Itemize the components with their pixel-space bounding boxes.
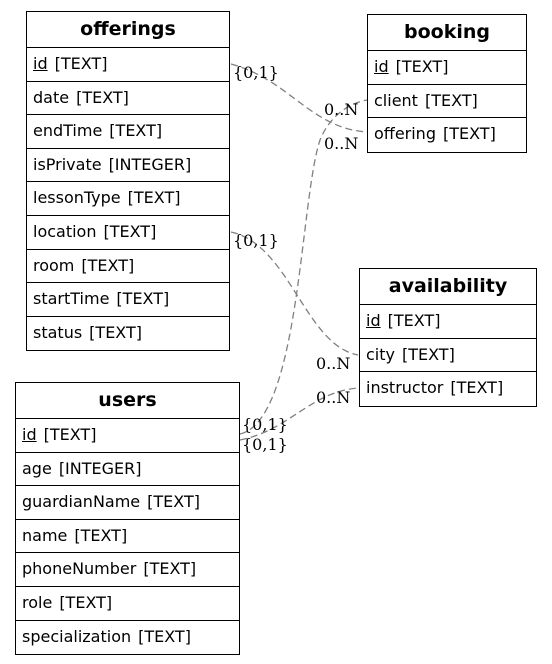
field-name: guardianName xyxy=(22,492,141,512)
field-type: [TEXT] xyxy=(43,425,97,444)
field-row[interactable]: id [TEXT] xyxy=(16,419,239,453)
field-row[interactable]: offering [TEXT] xyxy=(368,118,526,152)
field-type: [TEXT] xyxy=(138,626,191,646)
entity-availability[interactable]: availability id [TEXT] city [TEXT] instruc… xyxy=(359,268,537,407)
field-name: id xyxy=(374,57,389,76)
entity-title: users xyxy=(16,383,239,419)
field-name: client xyxy=(374,90,418,110)
field-type: [TEXT] xyxy=(424,90,478,110)
entity-title: booking xyxy=(368,15,526,51)
cardinality-label: {0,1} xyxy=(233,231,279,250)
field-row[interactable]: client [TEXT] xyxy=(368,85,526,119)
field-row[interactable]: guardianName [TEXT] xyxy=(16,486,239,520)
relationship-line-users-booking-client xyxy=(239,99,368,435)
field-type: [INTEGER] xyxy=(58,458,142,478)
field-row[interactable]: status [TEXT] xyxy=(27,317,229,351)
entity-title: offerings xyxy=(27,12,229,48)
field-name: id xyxy=(366,311,381,330)
field-row[interactable]: age [INTEGER] xyxy=(16,453,239,487)
field-type: [TEXT] xyxy=(442,124,496,144)
field-type: [TEXT] xyxy=(387,311,441,330)
field-type: [TEXT] xyxy=(401,344,455,364)
entity-offerings[interactable]: offerings id [TEXT] date [TEXT] endTime [TE… xyxy=(26,11,230,352)
field-row[interactable]: startTime [TEXT] xyxy=(27,283,229,317)
entity-users[interactable]: users id [TEXT] age [INTEGER] guardianName… xyxy=(15,382,240,656)
field-type: [TEXT] xyxy=(147,492,200,512)
field-name: room xyxy=(33,255,75,275)
field-row[interactable]: isPrivate [INTEGER] xyxy=(27,149,229,183)
field-type: [TEXT] xyxy=(116,289,170,309)
field-type: [TEXT] xyxy=(450,378,504,398)
relationship-line-offerings-availability-city xyxy=(230,231,359,356)
field-row[interactable]: room [TEXT] xyxy=(27,250,229,284)
cardinality-label: {0,1} xyxy=(242,415,288,434)
cardinality-label: {0,1} xyxy=(242,435,288,454)
field-name: date xyxy=(33,87,70,107)
field-name: id xyxy=(33,54,48,73)
field-row[interactable]: role [TEXT] xyxy=(16,587,239,621)
field-name: instructor xyxy=(366,378,444,398)
field-name: age xyxy=(22,458,52,478)
relationship-line-offerings-booking-offering xyxy=(230,63,368,133)
field-row[interactable]: lessonType [TEXT] xyxy=(27,182,229,216)
field-row[interactable]: specialization [TEXT] xyxy=(16,621,239,655)
entity-booking[interactable]: booking id [TEXT] client [TEXT] offering [T… xyxy=(367,14,527,153)
field-name: lessonType xyxy=(33,188,121,208)
field-row[interactable]: endTime [TEXT] xyxy=(27,115,229,149)
cardinality-label: 0..N xyxy=(316,354,351,373)
cardinality-label: {0,1} xyxy=(233,63,279,82)
cardinality-label: 0..N xyxy=(316,388,351,407)
field-name: city xyxy=(366,344,395,364)
field-name: role xyxy=(22,592,53,612)
field-name: phoneNumber xyxy=(22,559,137,579)
field-type: [TEXT] xyxy=(81,255,135,275)
field-type: [TEXT] xyxy=(395,57,449,76)
field-type: [TEXT] xyxy=(74,525,128,545)
field-type: [INTEGER] xyxy=(108,154,192,174)
field-row[interactable]: city [TEXT] xyxy=(360,339,536,373)
field-row[interactable]: date [TEXT] xyxy=(27,82,229,116)
entity-title: availability xyxy=(360,269,536,305)
field-type: [TEXT] xyxy=(89,322,142,342)
field-row[interactable]: id [TEXT] xyxy=(368,51,526,85)
relationship-line-users-availability-instructor xyxy=(239,387,359,441)
field-row[interactable]: id [TEXT] xyxy=(27,48,229,82)
cardinality-label: 0..N xyxy=(324,100,359,119)
field-type: [TEXT] xyxy=(103,221,157,241)
field-type: [TEXT] xyxy=(143,559,197,579)
field-row[interactable]: location [TEXT] xyxy=(27,216,229,250)
field-name: startTime xyxy=(33,289,110,309)
field-name: isPrivate xyxy=(33,154,102,174)
field-name: specialization xyxy=(22,626,132,646)
field-type: [TEXT] xyxy=(59,592,113,612)
field-type: [TEXT] xyxy=(109,121,163,141)
field-type: [TEXT] xyxy=(127,188,181,208)
field-row[interactable]: instructor [TEXT] xyxy=(360,372,536,406)
field-name: location xyxy=(33,221,97,241)
field-name: offering xyxy=(374,124,436,144)
field-row[interactable]: name [TEXT] xyxy=(16,520,239,554)
field-name: status xyxy=(33,322,83,342)
field-name: id xyxy=(22,425,37,444)
field-name: endTime xyxy=(33,121,103,141)
field-name: name xyxy=(22,525,68,545)
field-type: [TEXT] xyxy=(54,54,108,73)
cardinality-label: 0..N xyxy=(324,134,359,153)
field-row[interactable]: phoneNumber [TEXT] xyxy=(16,553,239,587)
field-type: [TEXT] xyxy=(76,87,129,107)
field-row[interactable]: id [TEXT] xyxy=(360,305,536,339)
